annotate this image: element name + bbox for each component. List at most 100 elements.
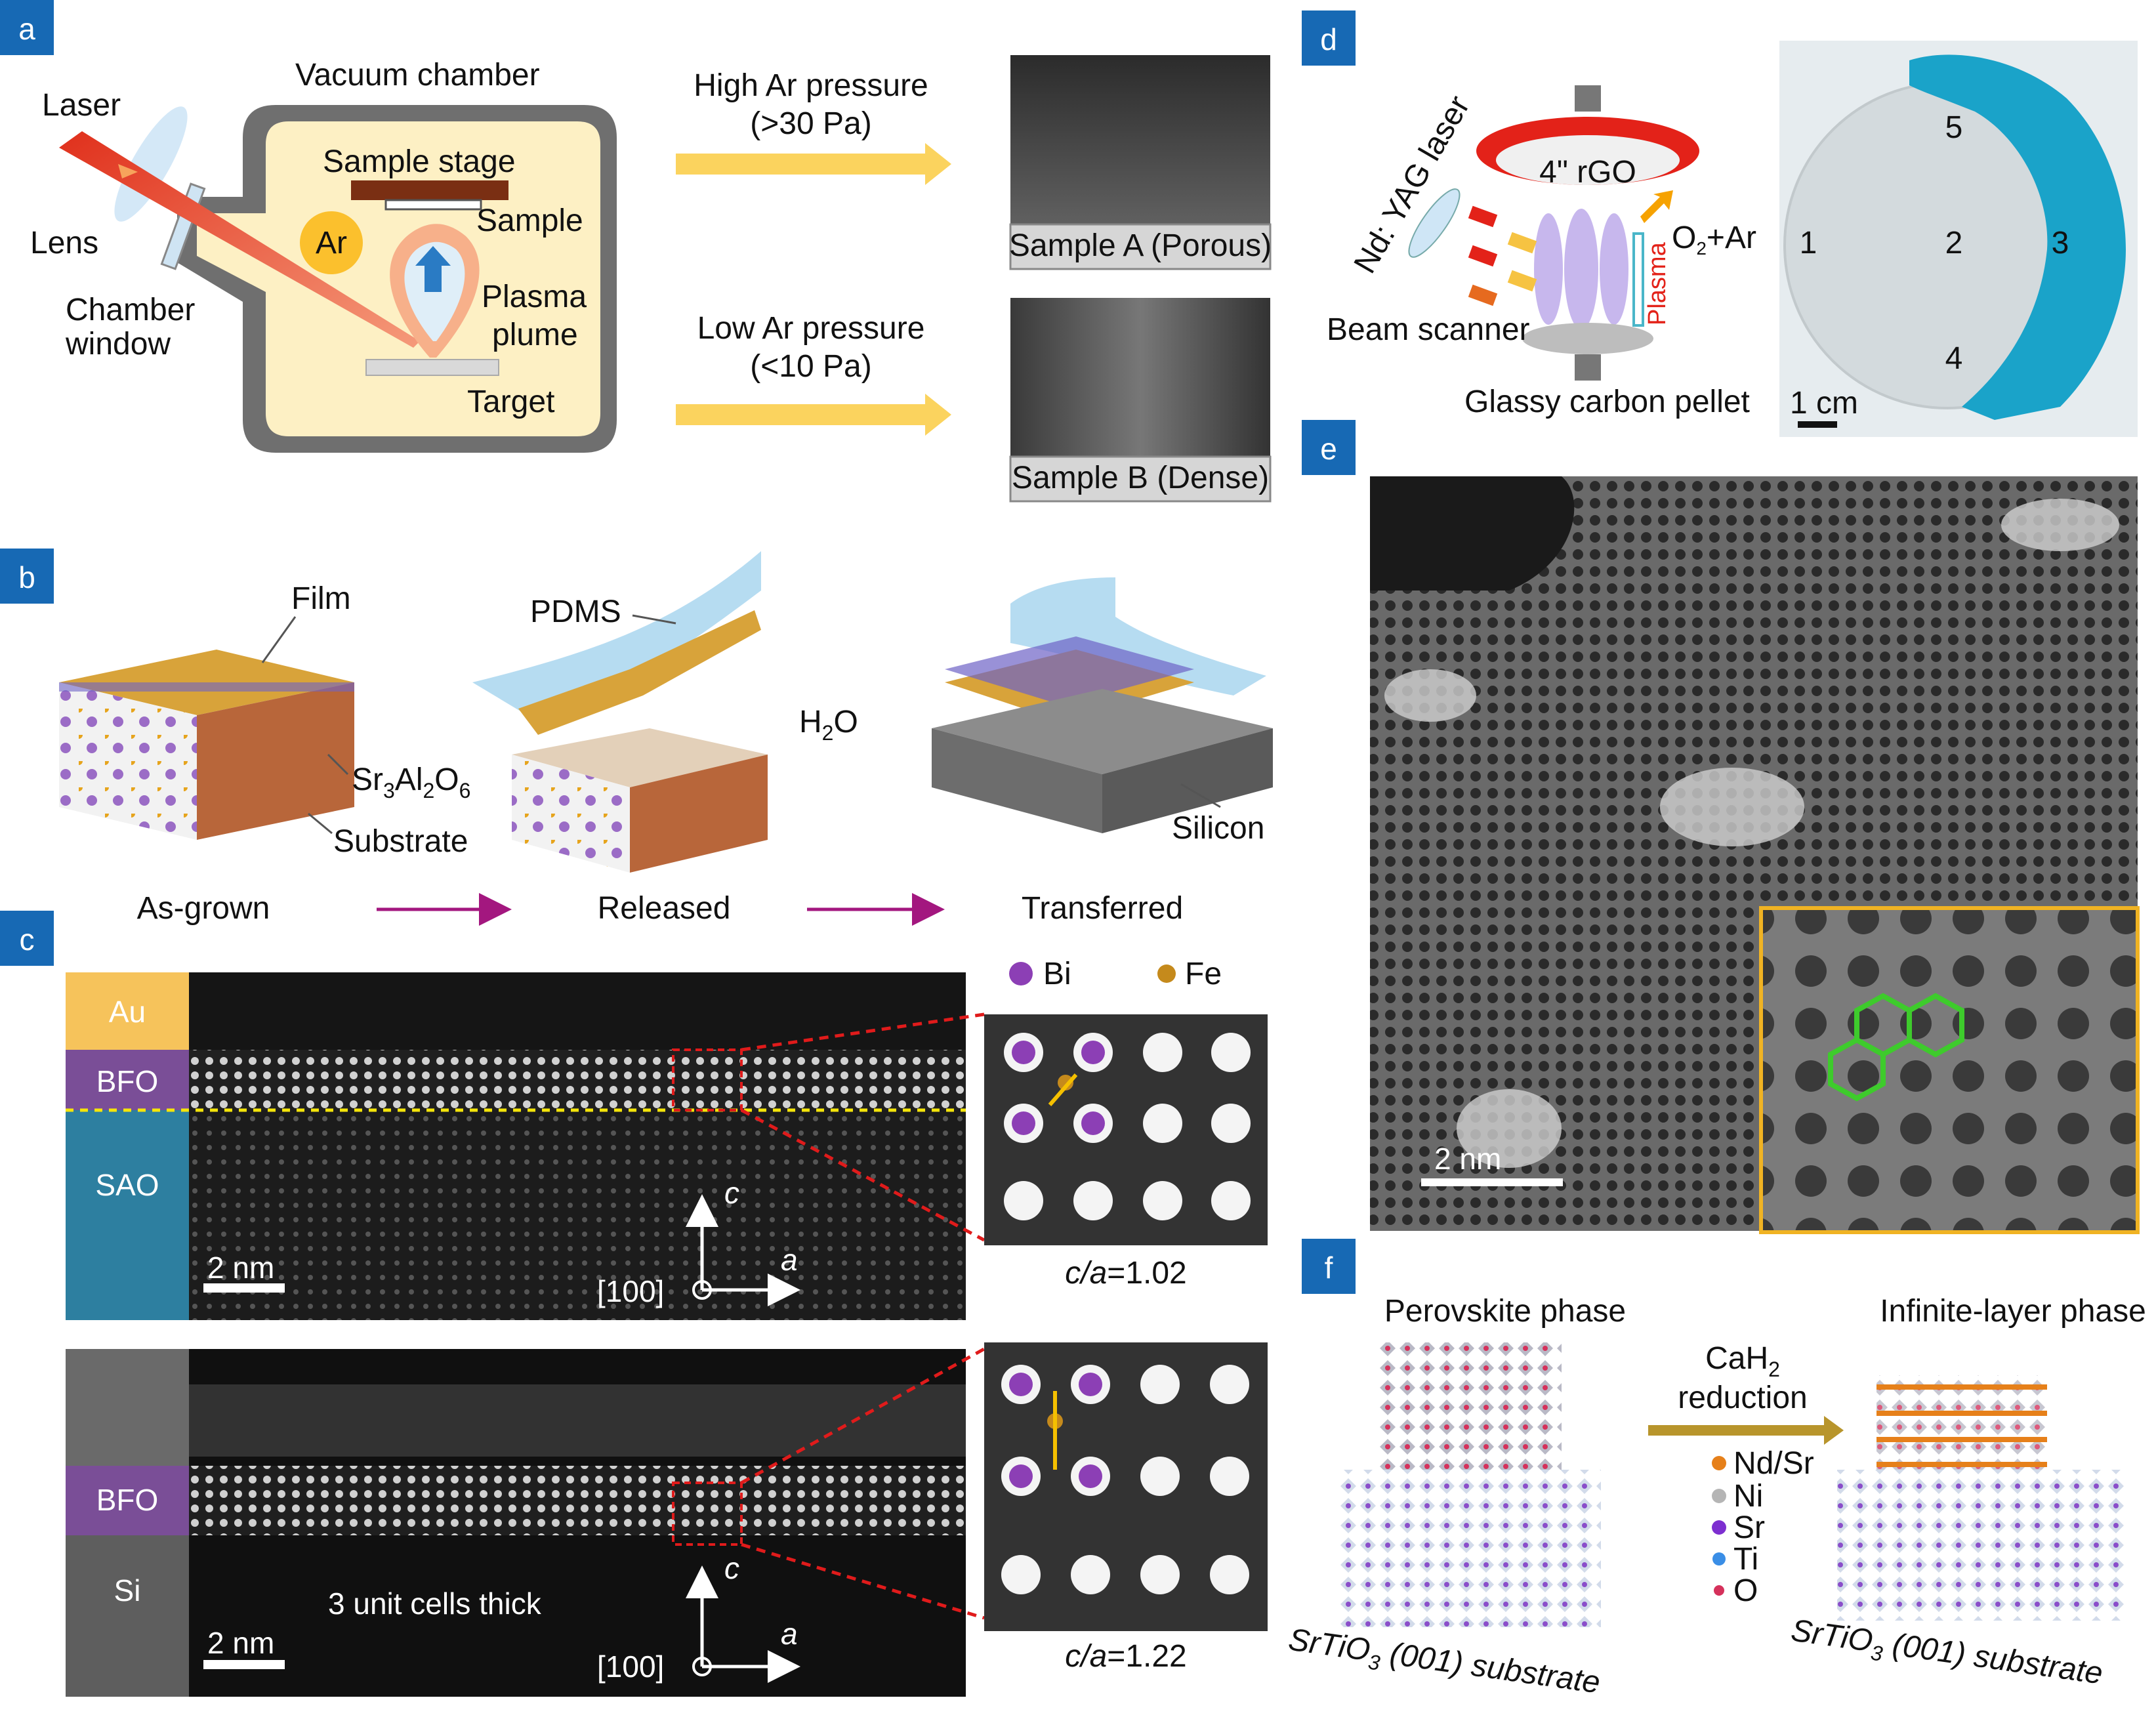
bi-legend-label: Bi xyxy=(1043,957,1071,991)
vacuum-chamber-label: Vacuum chamber xyxy=(295,58,540,93)
wafer-scale-label: 1 cm xyxy=(1790,386,1858,421)
sao-label: Sr3Al2O6 xyxy=(352,762,470,802)
pdms-leader xyxy=(632,614,676,625)
fe-legend-dot xyxy=(1157,964,1176,983)
transferred-label: Transferred xyxy=(1022,891,1183,926)
holder-bottom xyxy=(1575,354,1601,381)
panel-a: a Laser Lens Chamber window Vacuum chamb… xyxy=(0,0,1272,503)
glassy-carbon-label: Glassy carbon pellet xyxy=(1464,384,1750,419)
silicon-top xyxy=(932,689,1273,774)
scale-bar-top xyxy=(203,1283,285,1293)
tem-inset xyxy=(1759,906,2140,1234)
tem-scale-bar xyxy=(1421,1178,1563,1186)
sample-b-caption-box xyxy=(1009,455,1272,503)
transferred-pdms xyxy=(1010,577,1266,695)
sample-b-caption: Sample B (Dense) xyxy=(1012,461,1269,495)
inset-top-atoms xyxy=(1004,1033,1251,1220)
plasma-plume-label-2: plume xyxy=(492,318,578,352)
zoom-line-top-2 xyxy=(740,1108,985,1242)
infinite-layer-substrate xyxy=(1837,1470,2126,1621)
legend-ndsr: Nd/Sr xyxy=(1733,1446,1814,1481)
legend-o: O xyxy=(1733,1573,1758,1608)
sample-label: Sample xyxy=(476,203,583,238)
legend-ni: Ni xyxy=(1733,1479,1763,1514)
rgo-ring-inner xyxy=(1496,135,1680,185)
inset-top-bi-markers xyxy=(1012,1041,1105,1135)
axis-100-bottom-label: [100] xyxy=(597,1649,664,1684)
panel-d-label: d xyxy=(1320,22,1337,56)
plume-arrow xyxy=(415,246,451,292)
panel-f-label: f xyxy=(1325,1251,1333,1285)
fe-legend-label: Fe xyxy=(1185,957,1222,991)
high-pressure-label-2: (>30 Pa) xyxy=(750,106,871,141)
sample-stage xyxy=(351,180,508,200)
lens-label: Lens xyxy=(30,226,98,260)
target-label: Target xyxy=(467,384,554,419)
si-label: Si xyxy=(114,1573,141,1607)
bfo-layer-bottom xyxy=(66,1466,189,1535)
top-gray-layer xyxy=(66,1349,189,1466)
panel-f: f Perovskite phase Infinite-layer phase … xyxy=(1286,1239,2146,1701)
zoom-box-top xyxy=(672,1048,743,1111)
au-layer xyxy=(66,972,189,1050)
wafer-scale-bar xyxy=(1798,421,1837,428)
panel-b: b Film Sr3Al2O6 Substrate PDMS H2O Silic… xyxy=(0,549,1273,926)
released-substrate-right xyxy=(630,755,768,873)
inset-top-fe-marker xyxy=(1058,1075,1073,1090)
film-leader xyxy=(261,616,297,663)
released-label: Released xyxy=(598,891,731,926)
legend-ni-dot xyxy=(1712,1489,1726,1503)
thickness-label: 3 unit cells thick xyxy=(328,1586,542,1621)
wafer-point-1: 1 xyxy=(1800,226,1817,260)
gas-inlet-arrow xyxy=(1640,190,1673,223)
legend-sr-dot xyxy=(1712,1520,1726,1535)
scale-bar-bottom xyxy=(203,1660,285,1669)
axis-origin-top xyxy=(692,1280,712,1300)
wafer-point-5: 5 xyxy=(1945,110,1963,145)
panel-b-label: b xyxy=(18,560,35,594)
infinite-layer-film xyxy=(1876,1375,2047,1470)
tem-scale-label: 2 nm xyxy=(1434,1142,1501,1176)
zoom-line-bottom-2 xyxy=(741,1543,985,1620)
panel-e-label-bg xyxy=(1302,420,1356,475)
h2o-label: H2O xyxy=(799,705,858,745)
legend-ti: Ti xyxy=(1733,1542,1758,1577)
pdms-label: PDMS xyxy=(530,594,621,629)
substrate-right-label: SrTiO3 (001) substrate xyxy=(1788,1613,2105,1696)
low-pressure-arrow xyxy=(676,394,951,436)
axis-100-top-label: [100] xyxy=(597,1274,664,1308)
sem-image-a xyxy=(1010,55,1270,224)
si-layer xyxy=(66,1535,189,1697)
zoom-box-bottom xyxy=(672,1482,743,1546)
film-label: Film xyxy=(291,581,351,616)
sao-layer xyxy=(66,1110,189,1320)
bi-legend-dot xyxy=(1009,962,1033,985)
substrate-leader xyxy=(308,812,333,835)
axis-c-bottom-label: c xyxy=(724,1551,739,1585)
high-pressure-label-1: High Ar pressure xyxy=(694,68,928,103)
released-substrate-top xyxy=(512,728,768,787)
scanner-lens xyxy=(1408,188,1461,258)
holder-top xyxy=(1575,85,1601,112)
stem-bottom-bright-band xyxy=(189,1466,966,1535)
low-pressure-label-1: Low Ar pressure xyxy=(697,311,925,346)
glassy-carbon-pellet xyxy=(1522,323,1653,354)
laser-arrow xyxy=(118,164,138,178)
perovskite-substrate xyxy=(1338,1470,1601,1627)
sao-layer-label: SAO xyxy=(95,1168,159,1202)
o2ar-label: O2+Ar xyxy=(1672,220,1756,259)
bfo-label-bottom: BFO xyxy=(96,1483,159,1517)
tem-contaminants xyxy=(1384,499,2119,1168)
stem-top-substrate xyxy=(189,1110,966,1320)
released-film xyxy=(518,610,761,735)
panel-e: e 2 nm xyxy=(1302,420,2140,1234)
reduction-arrow xyxy=(1648,1416,1844,1445)
ratio-bottom-label: c/a=1.22 xyxy=(1065,1639,1186,1674)
plasma-plume-label-1: Plasma xyxy=(482,280,587,314)
plasma-columns xyxy=(1534,209,1628,329)
scale-bottom-label: 2 nm xyxy=(207,1626,274,1660)
axis-c-top-label: c xyxy=(724,1176,739,1210)
high-pressure-arrow xyxy=(676,143,951,185)
low-pressure-label-2: (<10 Pa) xyxy=(750,349,871,384)
